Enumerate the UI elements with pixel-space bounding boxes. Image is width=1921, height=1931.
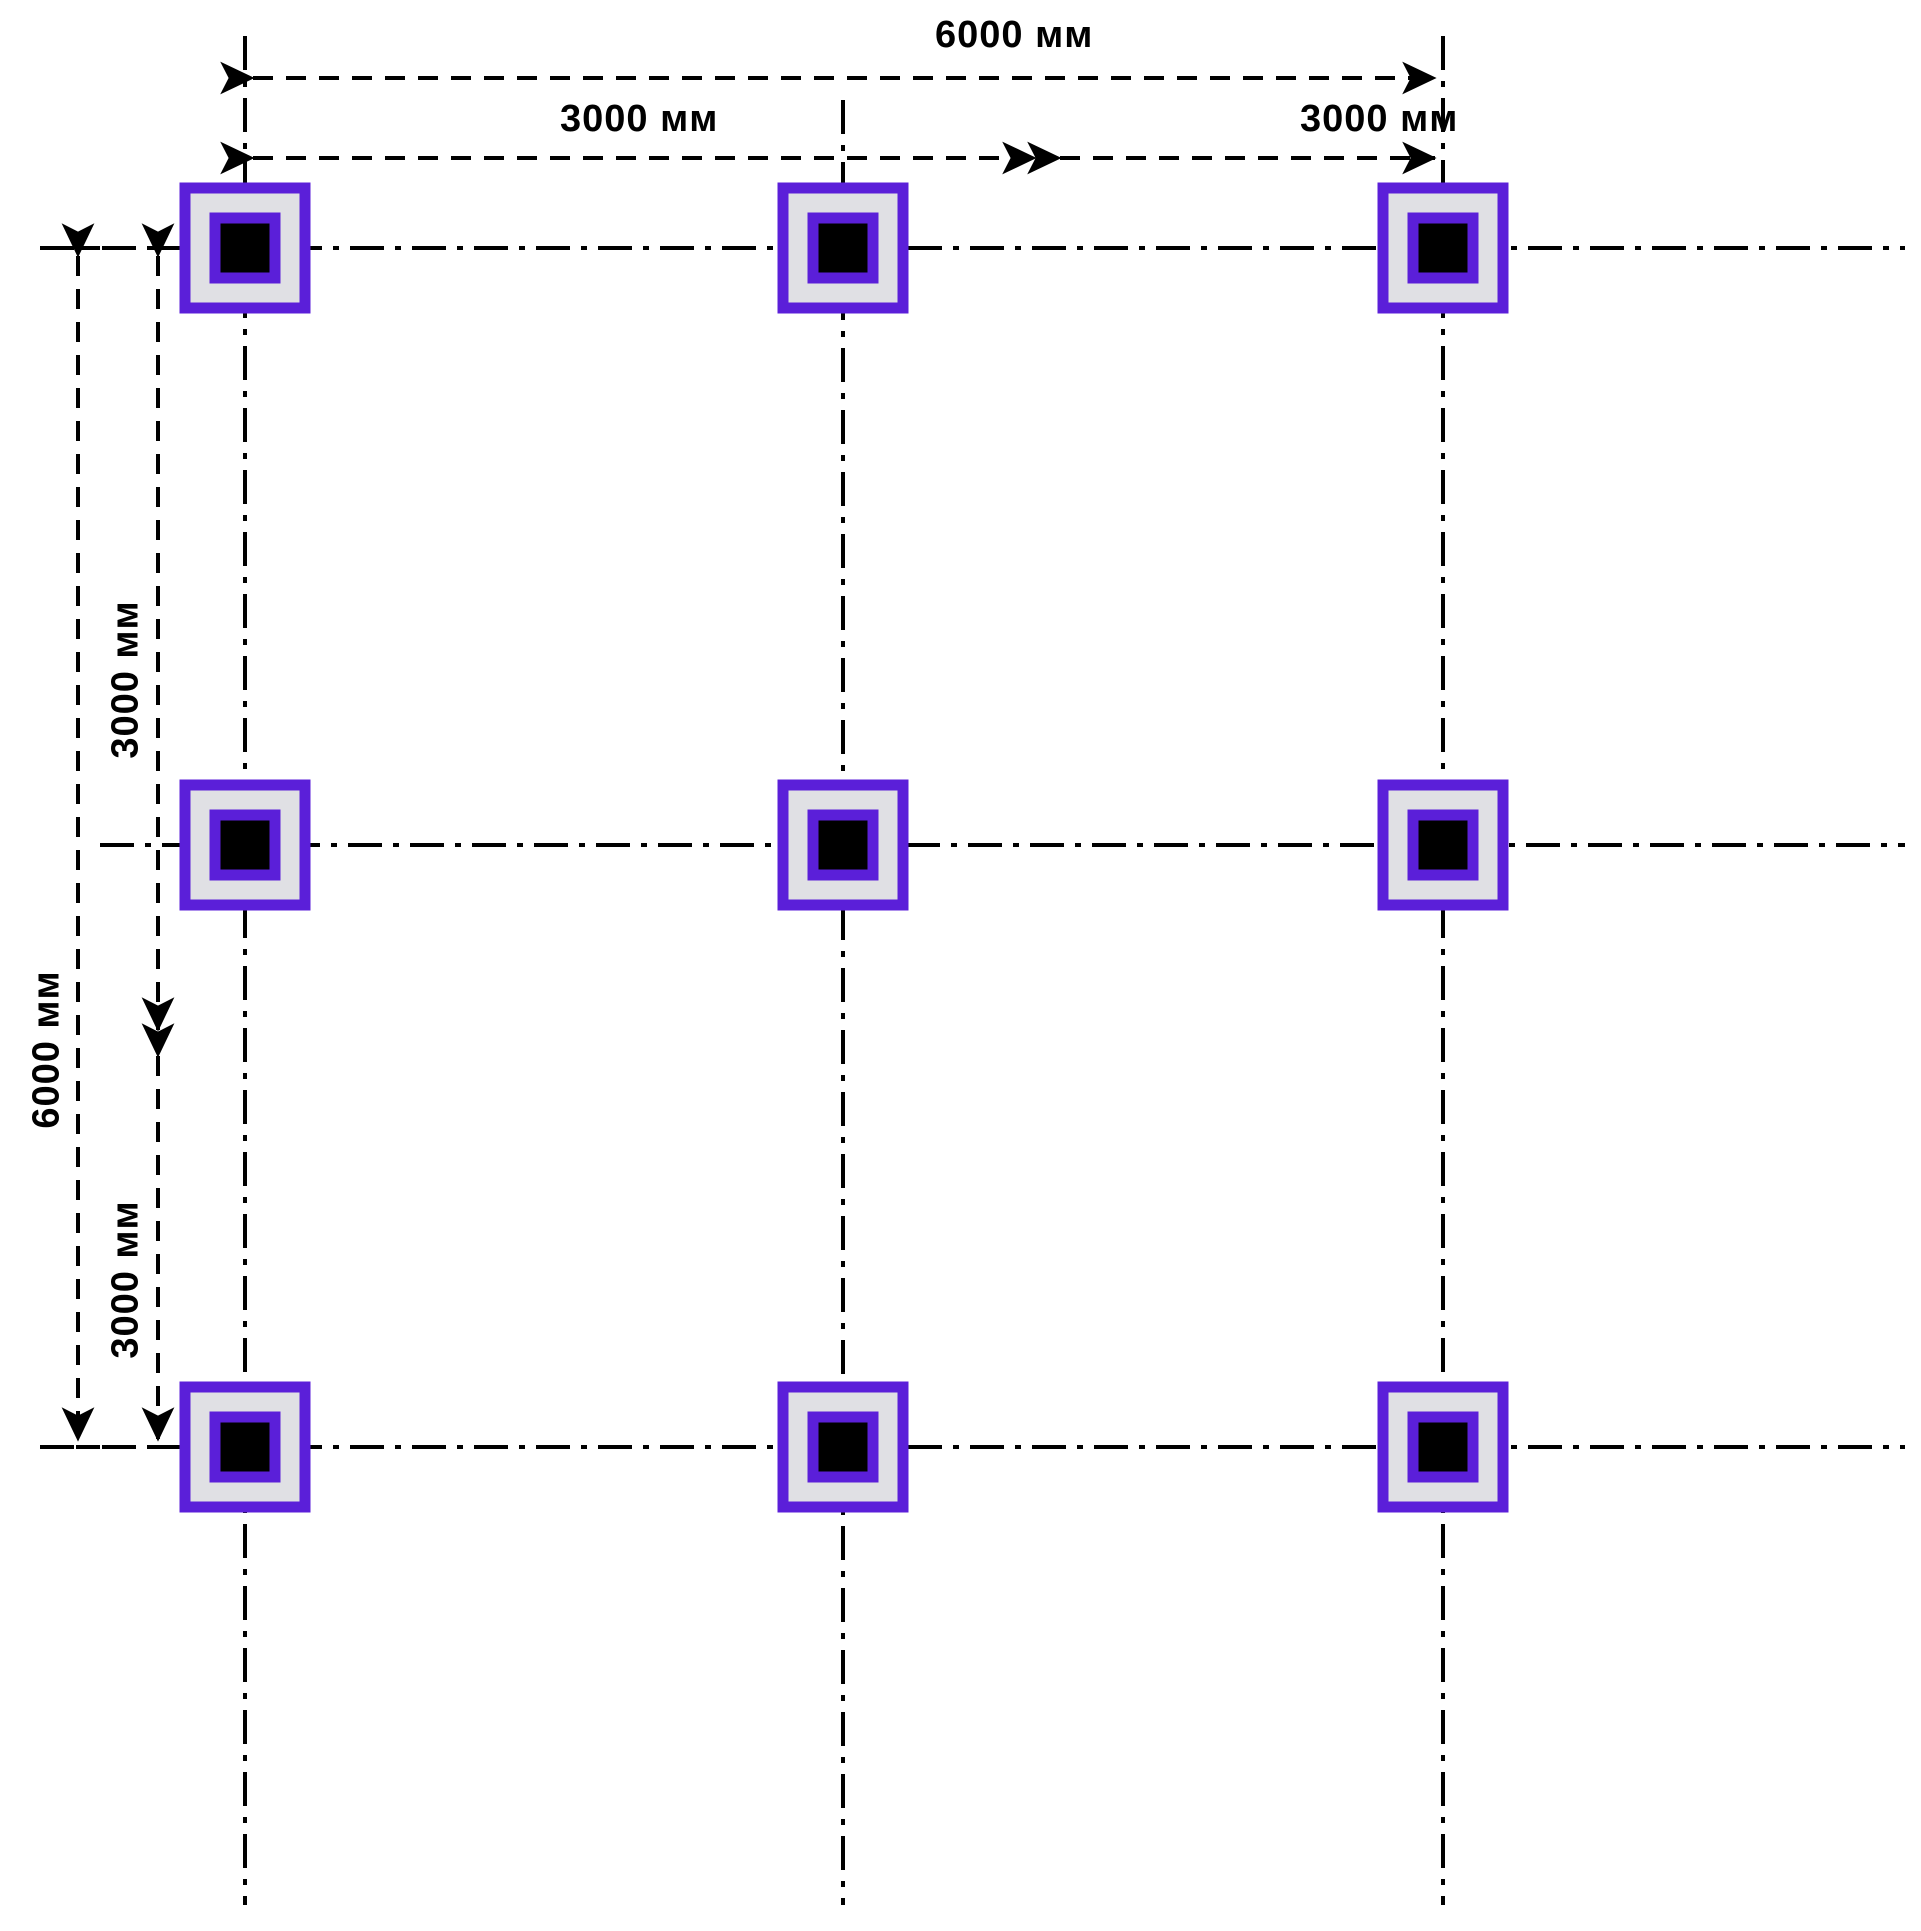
footing-inner-border bbox=[1407, 1411, 1479, 1483]
dimension-label-left-overall: 6000 мм bbox=[25, 970, 68, 1129]
footing-b2[interactable] bbox=[777, 779, 909, 911]
grid-axis-lines bbox=[40, 36, 1905, 1905]
footing-a3[interactable] bbox=[179, 1381, 311, 1513]
dimension-label-top-overall: 6000 мм bbox=[935, 14, 1094, 56]
footing-inner-border bbox=[807, 212, 879, 284]
footing-layer bbox=[179, 182, 1509, 1513]
footing-inner-border bbox=[1407, 212, 1479, 284]
footing-inner-border bbox=[209, 809, 281, 881]
dimension-label-top-right-segment: 3000 мм bbox=[1300, 98, 1459, 140]
footing-b3[interactable] bbox=[777, 1381, 909, 1513]
footing-c2[interactable] bbox=[1377, 779, 1509, 911]
footing-a2[interactable] bbox=[179, 779, 311, 911]
footing-c3[interactable] bbox=[1377, 1381, 1509, 1513]
footing-inner-border bbox=[209, 212, 281, 284]
footing-inner-border bbox=[807, 809, 879, 881]
footing-a1[interactable] bbox=[179, 182, 311, 314]
footing-outer-border bbox=[179, 182, 311, 314]
dimension-label-left-upper-segment: 3000 мм bbox=[104, 600, 147, 759]
footing-c1[interactable] bbox=[1377, 182, 1509, 314]
footing-b1[interactable] bbox=[777, 182, 909, 314]
dimension-label-left-lower-segment: 3000 мм bbox=[104, 1200, 147, 1359]
left-dimension-group bbox=[40, 223, 200, 1449]
footing-inner-border bbox=[209, 1411, 281, 1483]
footing-inner-border bbox=[1407, 809, 1479, 881]
dimension-label-top-left-segment: 3000 мм bbox=[560, 98, 719, 140]
footing-inner-border bbox=[807, 1411, 879, 1483]
top-dimension-group bbox=[220, 61, 1437, 175]
